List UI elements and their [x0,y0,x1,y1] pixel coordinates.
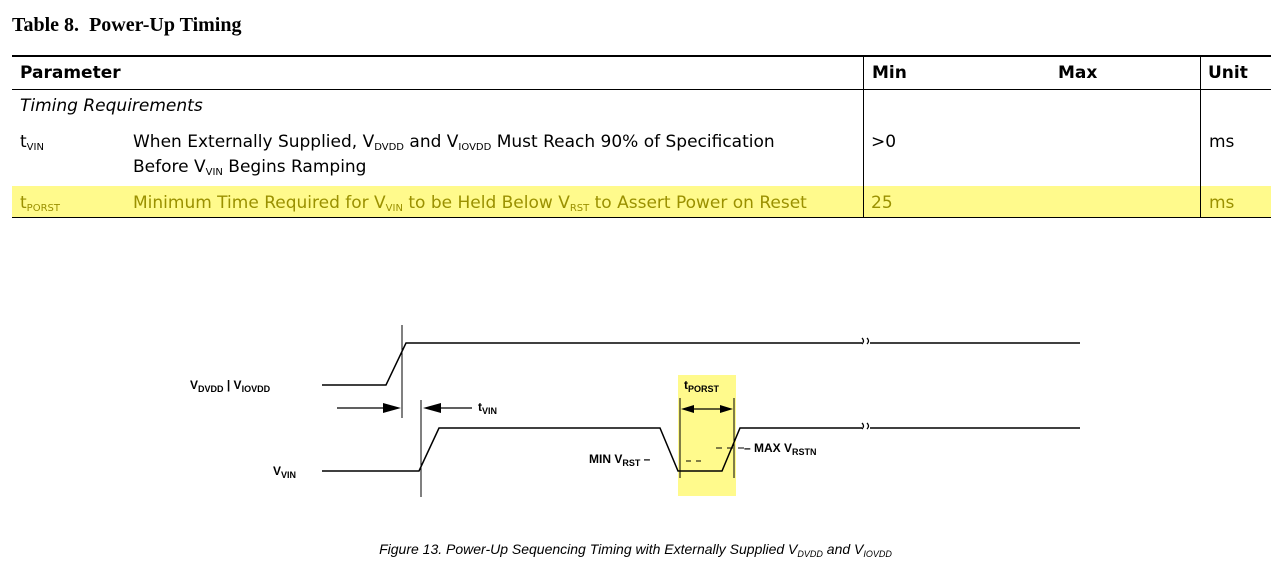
col-divider-min [863,55,864,218]
row-tvin-description-line1: When Externally Supplied, VDVDD and VIOV… [133,132,775,153]
vdvdd-waveform [322,342,862,386]
row-tvin-min: >0 [871,132,897,152]
table-top-rule [12,55,1271,57]
row-tporst-description: Minimum Time Required for VVIN to be Hel… [133,193,807,214]
break-mark-bottom [861,422,870,430]
break-mark-top [861,337,870,345]
tporst-arrow-left [681,405,694,413]
figure-caption: Figure 13. Power-Up Sequencing Timing wi… [379,541,892,559]
tporst-arrow-right [720,405,733,413]
vvin-waveform [322,427,862,472]
col-divider-unit [1200,55,1201,218]
header-bottom-rule [12,89,1271,90]
header-parameter: Parameter [20,63,121,83]
header-max: Max [1058,63,1098,83]
tvin-arrow-right [383,403,401,413]
tporst-highlight-box [678,375,736,496]
vvin-label: VVIN [273,464,297,480]
row-tporst-min: 25 [871,193,893,213]
tvin-arrow-left [423,403,441,413]
row-highlight [12,186,1271,217]
row-tvin-symbol: tVIN [20,132,44,153]
section-timing-requirements: Timing Requirements [20,96,203,116]
tporst-label: tPORST [684,378,720,394]
table-bottom-rule [12,217,1271,218]
row-tporst-symbol: tPORST [20,193,60,214]
row-tporst-unit: ms [1209,193,1235,213]
row-tvin-description-line2: Before VVIN Begins Ramping [133,157,367,178]
row-tvin-unit: ms [1209,132,1235,152]
max-vrstn-label: – MAX VRSTN [744,441,817,457]
vdvdd-label: VDVDD | VIOVDD [190,378,271,394]
header-min: Min [872,63,907,83]
tvin-label: tVIN [478,400,498,416]
header-unit: Unit [1208,63,1248,83]
table-title: Table 8.Power-Up Timing [12,14,242,36]
min-vrst-label: MIN VRST – [589,452,651,468]
